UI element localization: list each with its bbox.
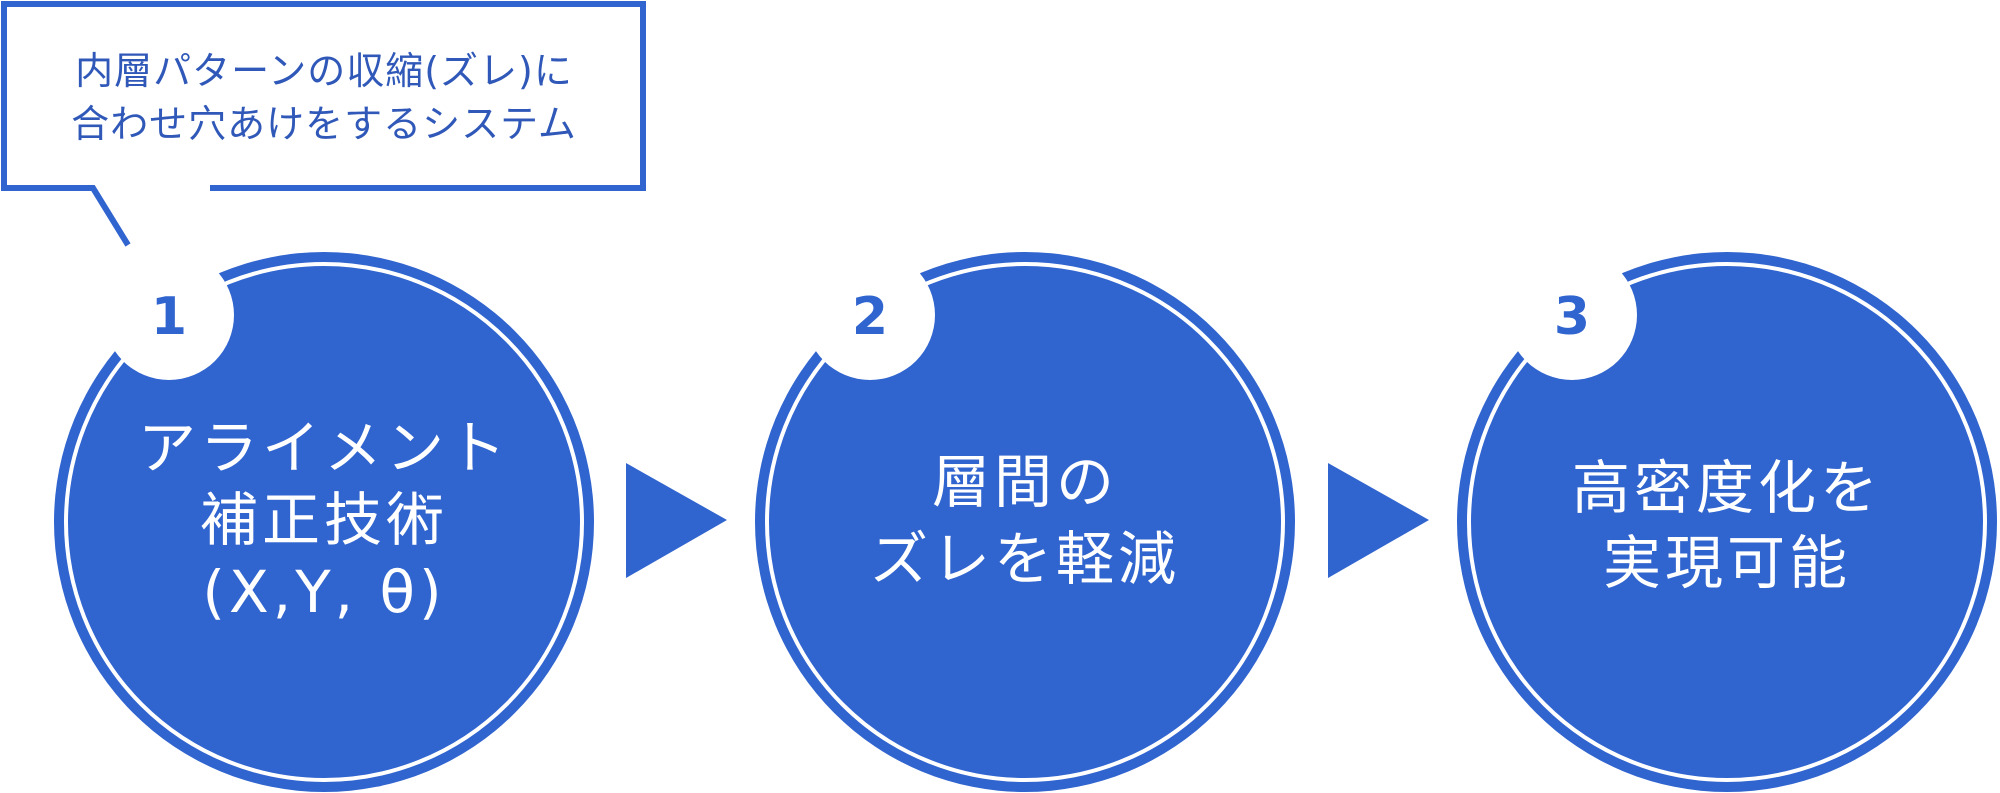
step-1-badge bbox=[104, 250, 234, 380]
step-1-line-1: アライメント bbox=[138, 414, 510, 482]
step-3-badge bbox=[1507, 250, 1637, 380]
step-1-circle bbox=[54, 252, 594, 792]
step-3-ring bbox=[1467, 262, 1987, 782]
step-1-line-3: (X,Y, θ) bbox=[202, 558, 445, 626]
callout-outline bbox=[1, 1, 646, 247]
step-2: 2 層間の ズレを軽減 bbox=[755, 250, 1295, 792]
step-1-line-2: 補正技術 bbox=[200, 486, 448, 554]
callout-line-1: 内層パターンの収縮(ズレ)に bbox=[75, 49, 573, 93]
callout-line-2: 合わせ穴あけをするシステム bbox=[71, 102, 577, 146]
step-3-line-1: 高密度化を bbox=[1572, 454, 1882, 522]
step-2-line-1: 層間の bbox=[932, 448, 1118, 516]
step-2-circle bbox=[755, 252, 1295, 792]
step-3-circle bbox=[1457, 252, 1997, 792]
triangle-right-icon bbox=[1328, 463, 1429, 578]
step-2-ring bbox=[765, 262, 1285, 782]
step-1: 1 アライメント 補正技術 (X,Y, θ) bbox=[54, 250, 594, 792]
step-3: 3 高密度化を 実現可能 bbox=[1457, 250, 1997, 792]
step-1-number: 1 bbox=[151, 287, 187, 347]
step-1-ring bbox=[64, 262, 584, 782]
step-2-badge bbox=[805, 250, 935, 380]
step-2-line-2: ズレを軽減 bbox=[870, 525, 1180, 593]
triangle-right-icon bbox=[626, 463, 727, 578]
step-3-number: 3 bbox=[1554, 287, 1590, 347]
step-3-line-2: 実現可能 bbox=[1603, 529, 1851, 597]
callout-bubble: 内層パターンの収縮(ズレ)に 合わせ穴あけをするシステム bbox=[1, 1, 646, 247]
step-2-number: 2 bbox=[852, 287, 888, 347]
